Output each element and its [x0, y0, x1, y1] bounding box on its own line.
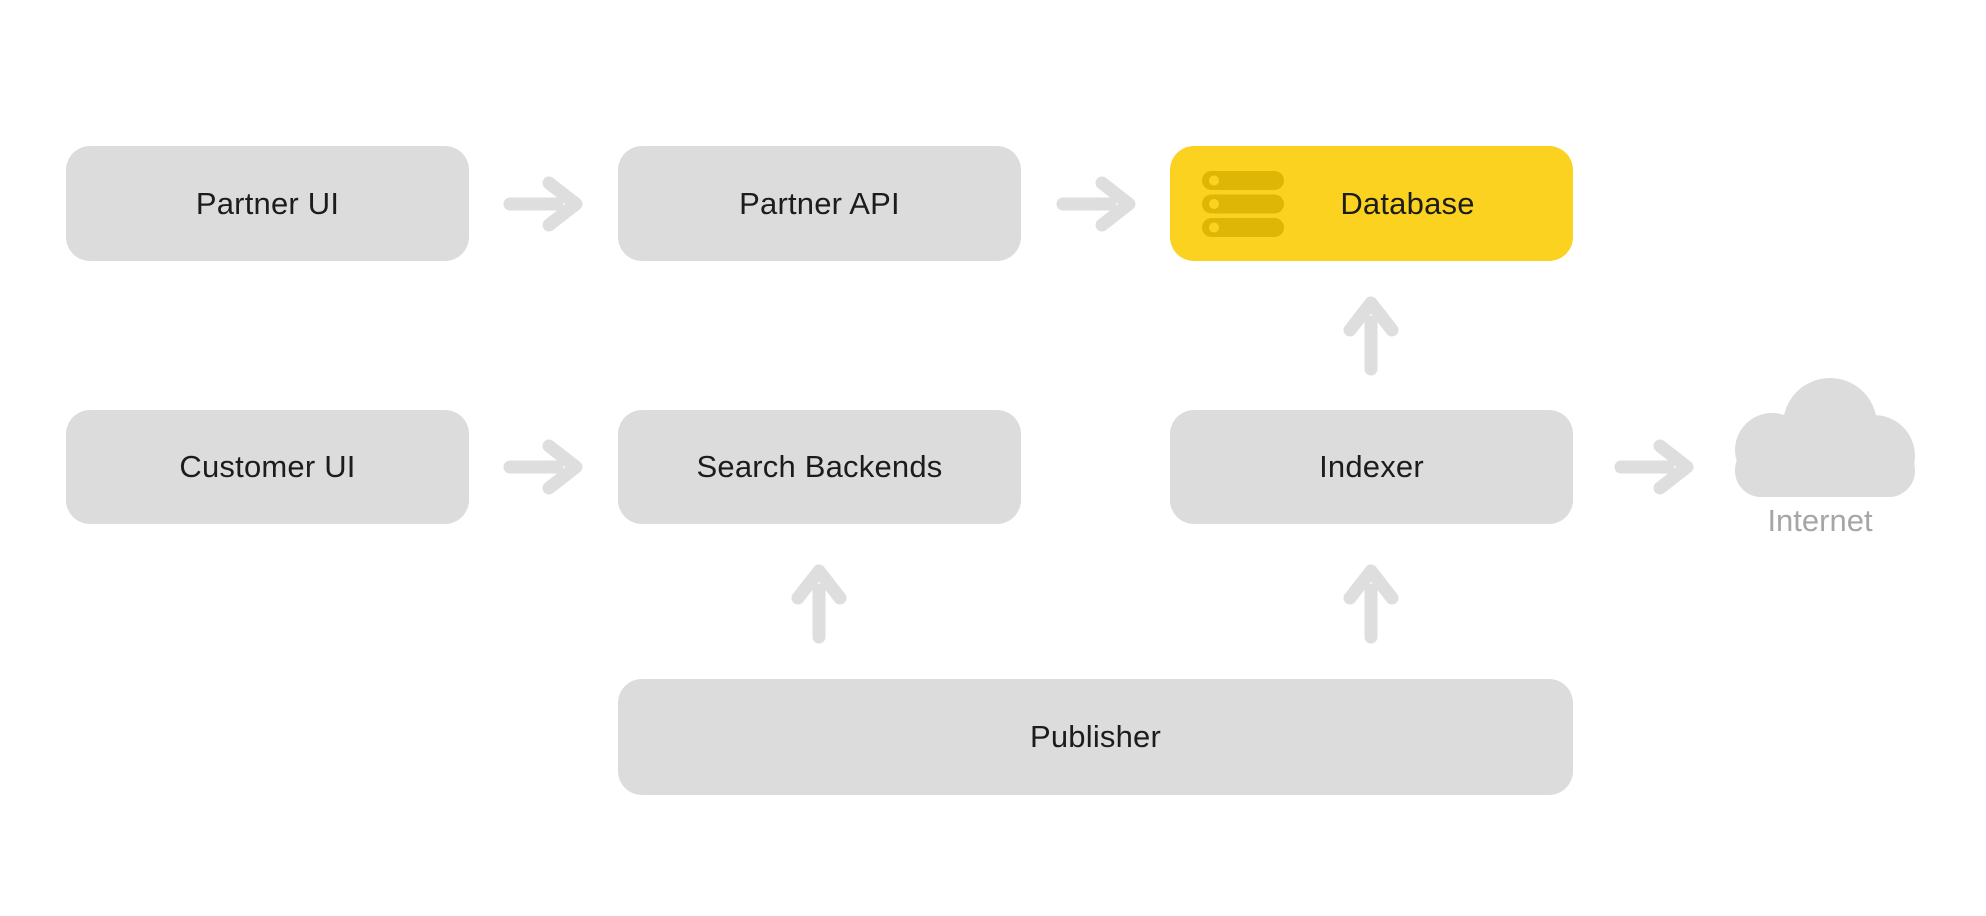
- cloud-icon: [1722, 376, 1918, 498]
- node-publisher: Publisher: [618, 679, 1573, 795]
- node-label: Indexer: [1319, 449, 1424, 484]
- node-database: Database: [1170, 146, 1573, 261]
- server-stack-icon: [1202, 171, 1284, 237]
- node-label: Partner API: [739, 185, 900, 221]
- node-label: Customer UI: [179, 449, 356, 484]
- node-label: Database: [1340, 185, 1475, 221]
- node-indexer: Indexer: [1170, 410, 1573, 524]
- arrow-right-icon: [503, 435, 583, 499]
- arrow-right-icon: [503, 172, 583, 236]
- internet-label: Internet: [1767, 503, 1873, 538]
- arrow-right-icon: [1614, 435, 1694, 499]
- node-partner-api: Partner API: [618, 146, 1021, 261]
- node-partner-ui: Partner UI: [66, 146, 469, 261]
- arrow-up-icon: [787, 564, 851, 644]
- node-customer-ui: Customer UI: [66, 410, 469, 524]
- arrow-up-icon: [1339, 296, 1403, 376]
- arrow-up-icon: [1339, 564, 1403, 644]
- node-label: Partner UI: [195, 185, 340, 221]
- node-label: Search Backends: [696, 449, 943, 484]
- arrow-right-icon: [1056, 172, 1136, 236]
- node-search-backends: Search Backends: [618, 410, 1021, 524]
- node-label: Publisher: [1029, 719, 1162, 754]
